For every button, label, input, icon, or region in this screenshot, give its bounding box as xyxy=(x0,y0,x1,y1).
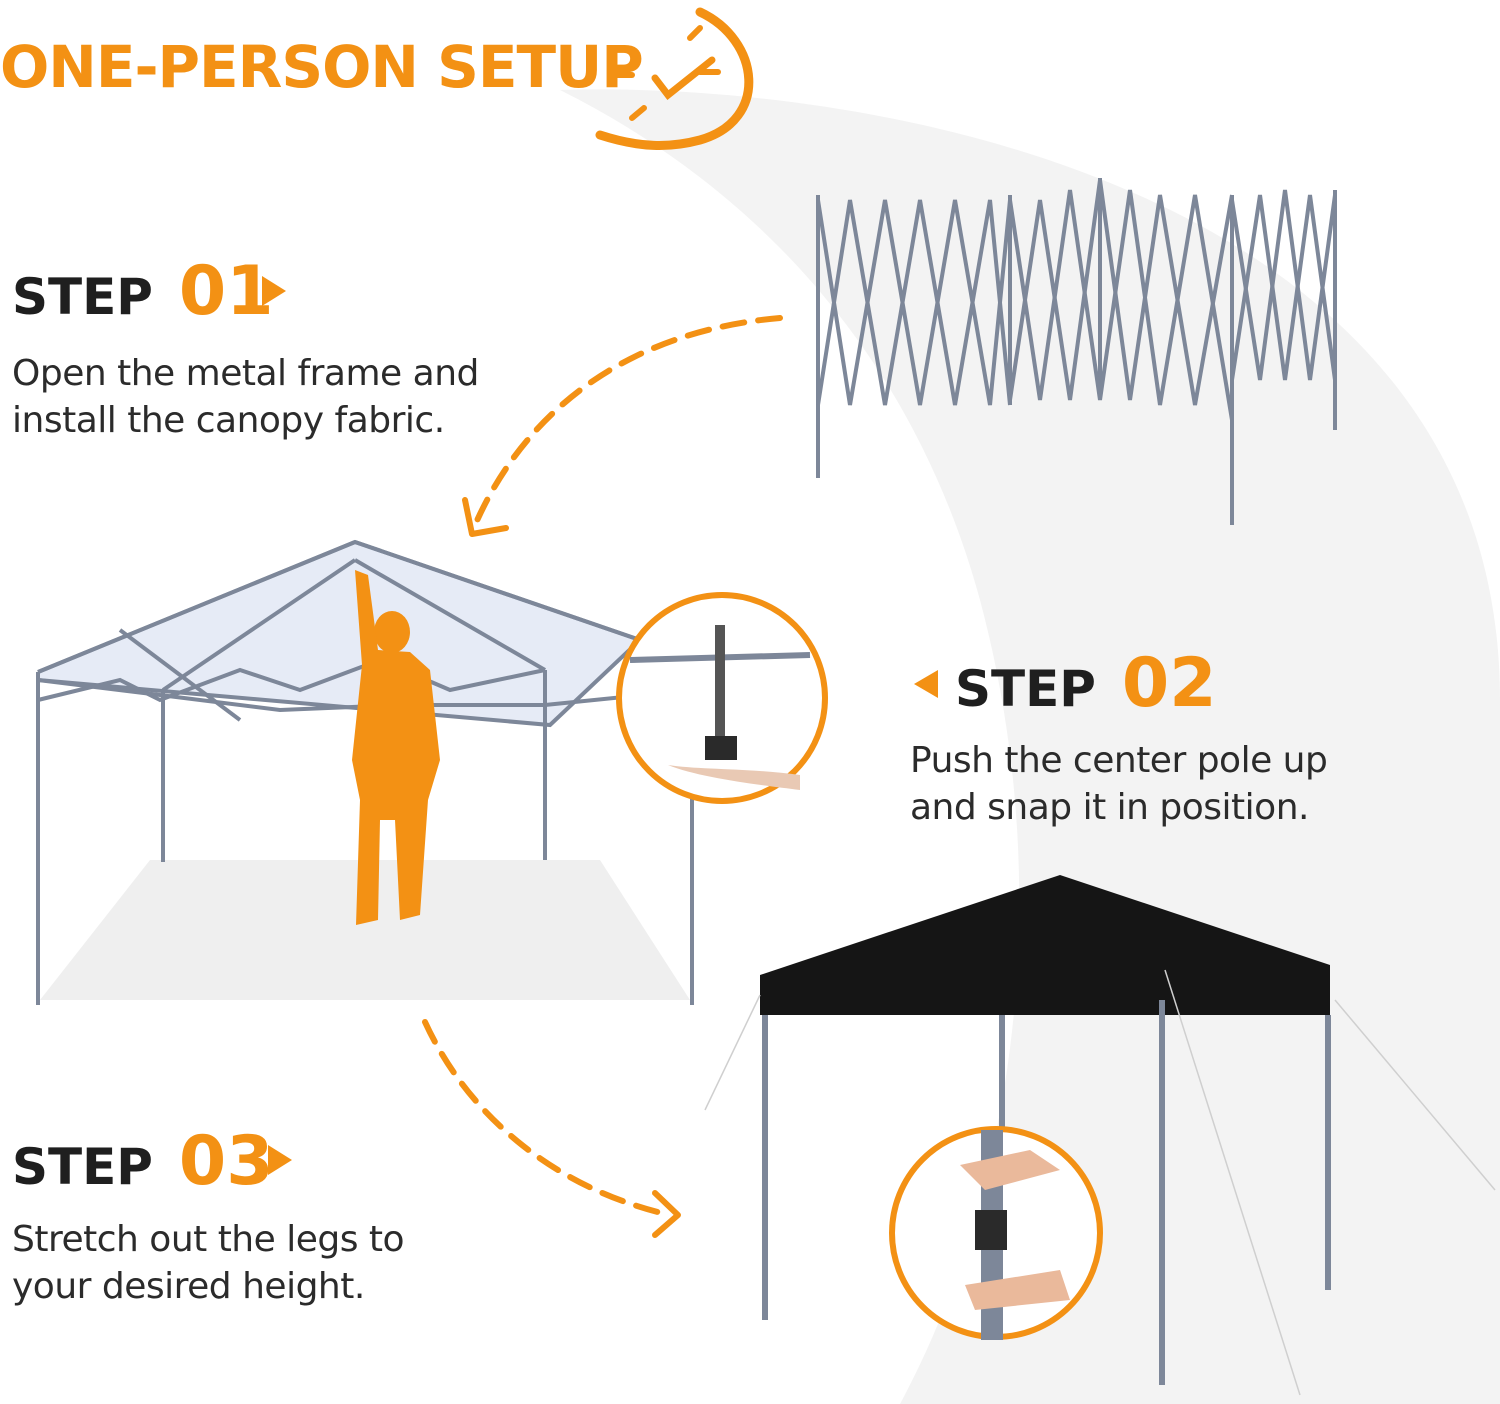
step-02-label: STEP xyxy=(955,660,1096,718)
expanded-frame xyxy=(36,539,694,1005)
step-02-description: Push the center pole up and snap it in p… xyxy=(910,737,1470,831)
step-03-label: STEP xyxy=(12,1138,153,1196)
step-03-line-2: your desired height. xyxy=(12,1266,365,1307)
arrow-right-icon xyxy=(262,276,286,306)
leg-zoom xyxy=(889,1126,1103,1340)
step-03-heading: STEP 03 xyxy=(12,1128,274,1196)
background-swoosh xyxy=(560,89,1500,1404)
person-silhouette xyxy=(352,570,440,925)
folded-frame xyxy=(816,178,1337,525)
dashed-arrow-head-1 xyxy=(462,497,509,537)
dashed-arrow-head-2 xyxy=(652,1190,681,1238)
floor-shadow xyxy=(40,860,690,1000)
step-02-number: 02 xyxy=(1121,644,1217,723)
center-pole-zoom xyxy=(616,592,828,804)
step-01-description: Open the metal frame and install the can… xyxy=(12,350,552,444)
dashed-arrow-icon xyxy=(422,315,783,1218)
step-02-line-2: and snap it in position. xyxy=(910,787,1309,828)
step-02-heading: STEP 02 xyxy=(955,650,1217,718)
arrow-left-icon xyxy=(914,670,938,698)
step-03-number: 03 xyxy=(178,1122,274,1201)
step-02-line-1: Push the center pole up xyxy=(910,740,1328,781)
step-03-line-1: Stretch out the legs to xyxy=(12,1219,405,1260)
clock-icon xyxy=(595,7,754,150)
step-01-number: 01 xyxy=(178,252,274,331)
step-01-label: STEP xyxy=(12,268,153,326)
step-01-line-1: Open the metal frame and xyxy=(12,353,479,394)
step-01-heading: STEP 01 xyxy=(12,258,274,326)
step-03-description: Stretch out the legs to your desired hei… xyxy=(12,1216,552,1310)
arrow-right-icon xyxy=(268,1145,292,1175)
step-01-line-2: install the canopy fabric. xyxy=(12,400,445,441)
page-title: ONE-PERSON SETUP xyxy=(0,33,644,101)
